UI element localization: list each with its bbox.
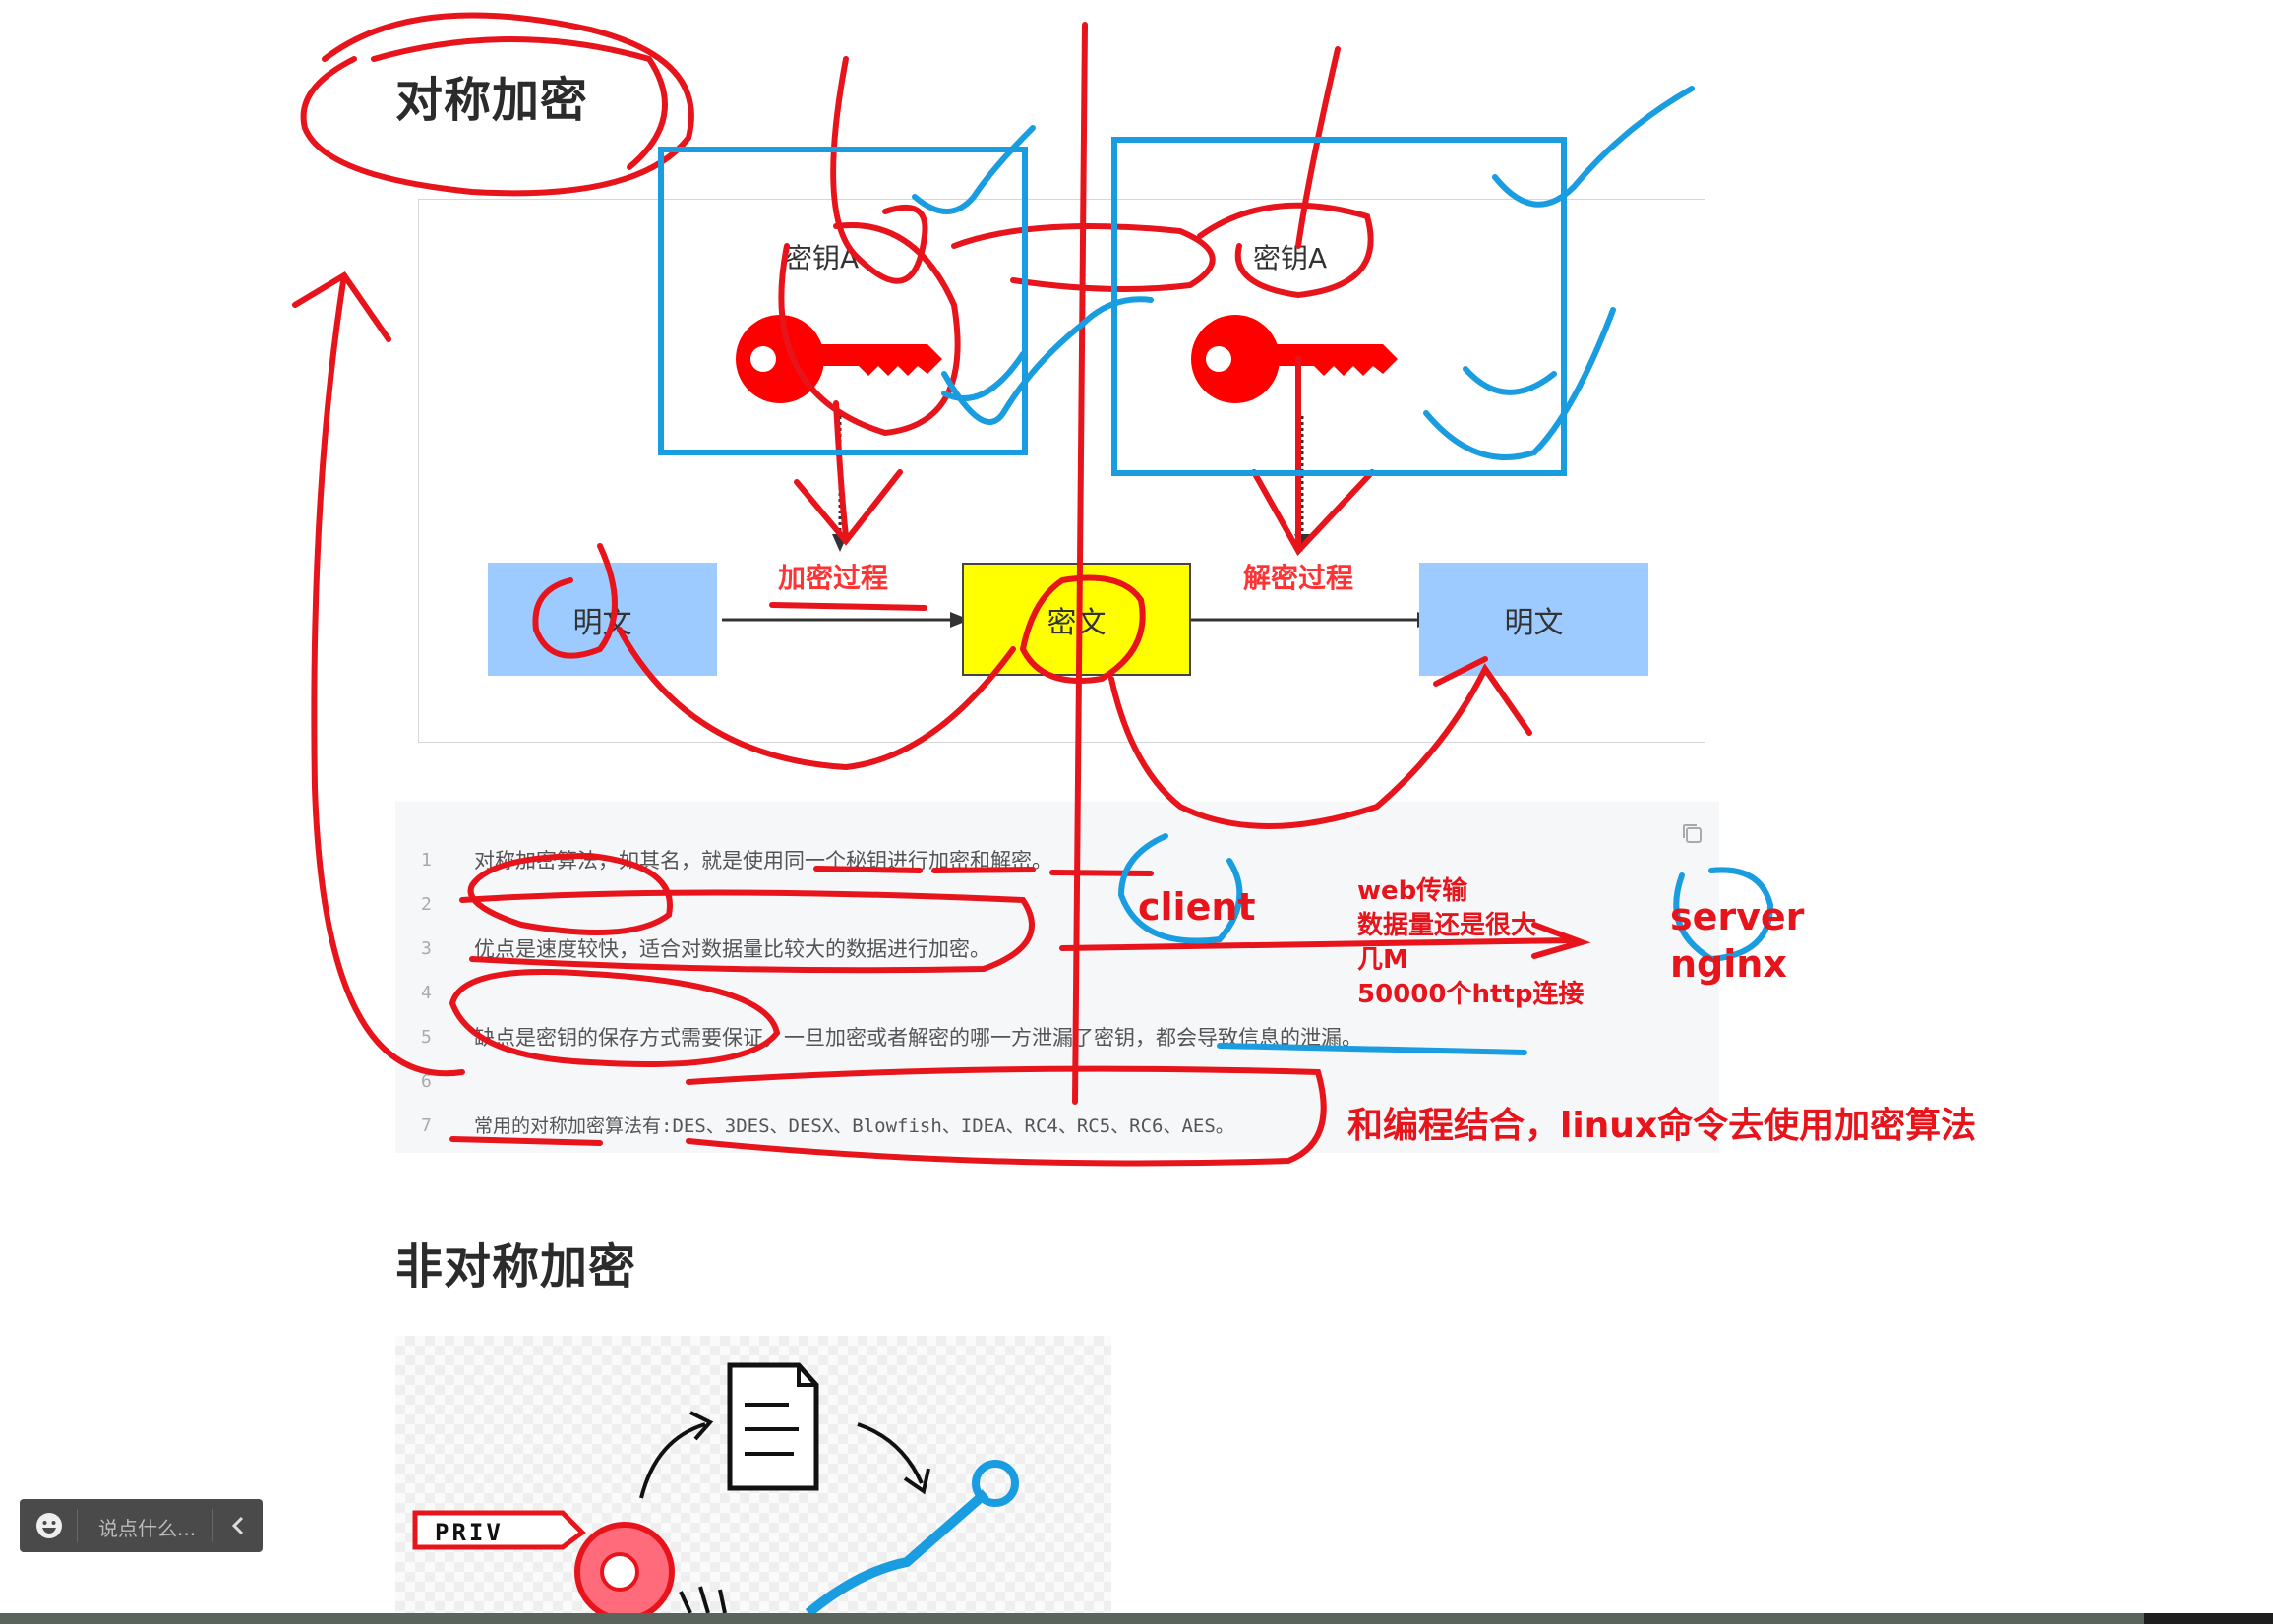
code-text: 常用的对称加密算法有:DES、3DES、DESX、Blowfish、IDEA、R… <box>474 1115 1234 1137</box>
line-number: 6 <box>421 1071 432 1092</box>
code-line: 1 对称加密算法，如其名，就是使用同一个秘钥进行加密和解密。 <box>395 846 1719 875</box>
line-number: 5 <box>421 1027 432 1048</box>
comment-placeholder[interactable]: 说点什么... <box>98 1517 197 1540</box>
annotation-http-connections: 50000个http连接 <box>1357 980 1585 1009</box>
plaintext-node-left: 明文 <box>488 563 717 676</box>
code-text: 对称加密算法，如其名，就是使用同一个秘钥进行加密和解密。 <box>474 849 1052 872</box>
heading-asymmetric-encryption: 非对称加密 <box>395 1239 637 1294</box>
code-text: 优点是速度较快，适合对数据量比较大的数据进行加密。 <box>474 937 990 961</box>
bottom-taskbar-right <box>2144 1613 2273 1624</box>
annotation-server: server <box>1670 895 1805 938</box>
annotation-nginx: nginx <box>1670 942 1787 986</box>
chevron-left-icon[interactable] <box>226 1513 252 1538</box>
code-text: 缺点是密钥的保存方式需要保证，一旦加密或者解密的哪一方泄漏了密钥，都会导致信息的… <box>474 1026 1362 1050</box>
priv-key-label: PRIV <box>435 1519 504 1546</box>
annotation-data-large: 数据量还是很大 <box>1357 911 1537 940</box>
decrypt-process-label: 解密过程 <box>1243 562 1354 594</box>
divider <box>212 1509 213 1542</box>
line-number: 7 <box>421 1115 432 1136</box>
line-number: 4 <box>421 983 432 1003</box>
line-number: 1 <box>421 850 432 871</box>
ciphertext-node: 密文 <box>962 563 1191 676</box>
illustration-art <box>412 1362 1019 1613</box>
plaintext-node-right: 明文 <box>1419 563 1648 676</box>
symmetric-encryption-diagram: 密钥A 密钥A 明文 密文 明文 加密过程 解密过程 <box>418 199 1705 743</box>
line-number: 2 <box>421 894 432 915</box>
annotation-programming-linux: 和编程结合，linux命令去使用加密算法 <box>1347 1106 1977 1146</box>
annotation-few-mb: 几M <box>1357 945 1408 975</box>
bottom-taskbar <box>0 1613 2273 1624</box>
annotation-web-transfer: web传输 <box>1357 876 1468 906</box>
annotation-client: client <box>1138 885 1256 929</box>
heading-symmetric-encryption: 对称加密 <box>395 73 589 128</box>
code-line: 5 缺点是密钥的保存方式需要保证，一旦加密或者解密的哪一方泄漏了密钥，都会导致信… <box>395 1023 1719 1053</box>
encrypt-process-label: 加密过程 <box>778 562 889 594</box>
code-line: 6 <box>395 1067 1719 1097</box>
emoji-icon[interactable] <box>35 1512 63 1539</box>
comment-input-bar[interactable]: 说点什么... <box>20 1499 263 1552</box>
divider <box>77 1509 78 1542</box>
asymmetric-illustration: PRIV <box>395 1336 1111 1613</box>
copy-icon[interactable] <box>1680 821 1705 847</box>
line-number: 3 <box>421 938 432 959</box>
